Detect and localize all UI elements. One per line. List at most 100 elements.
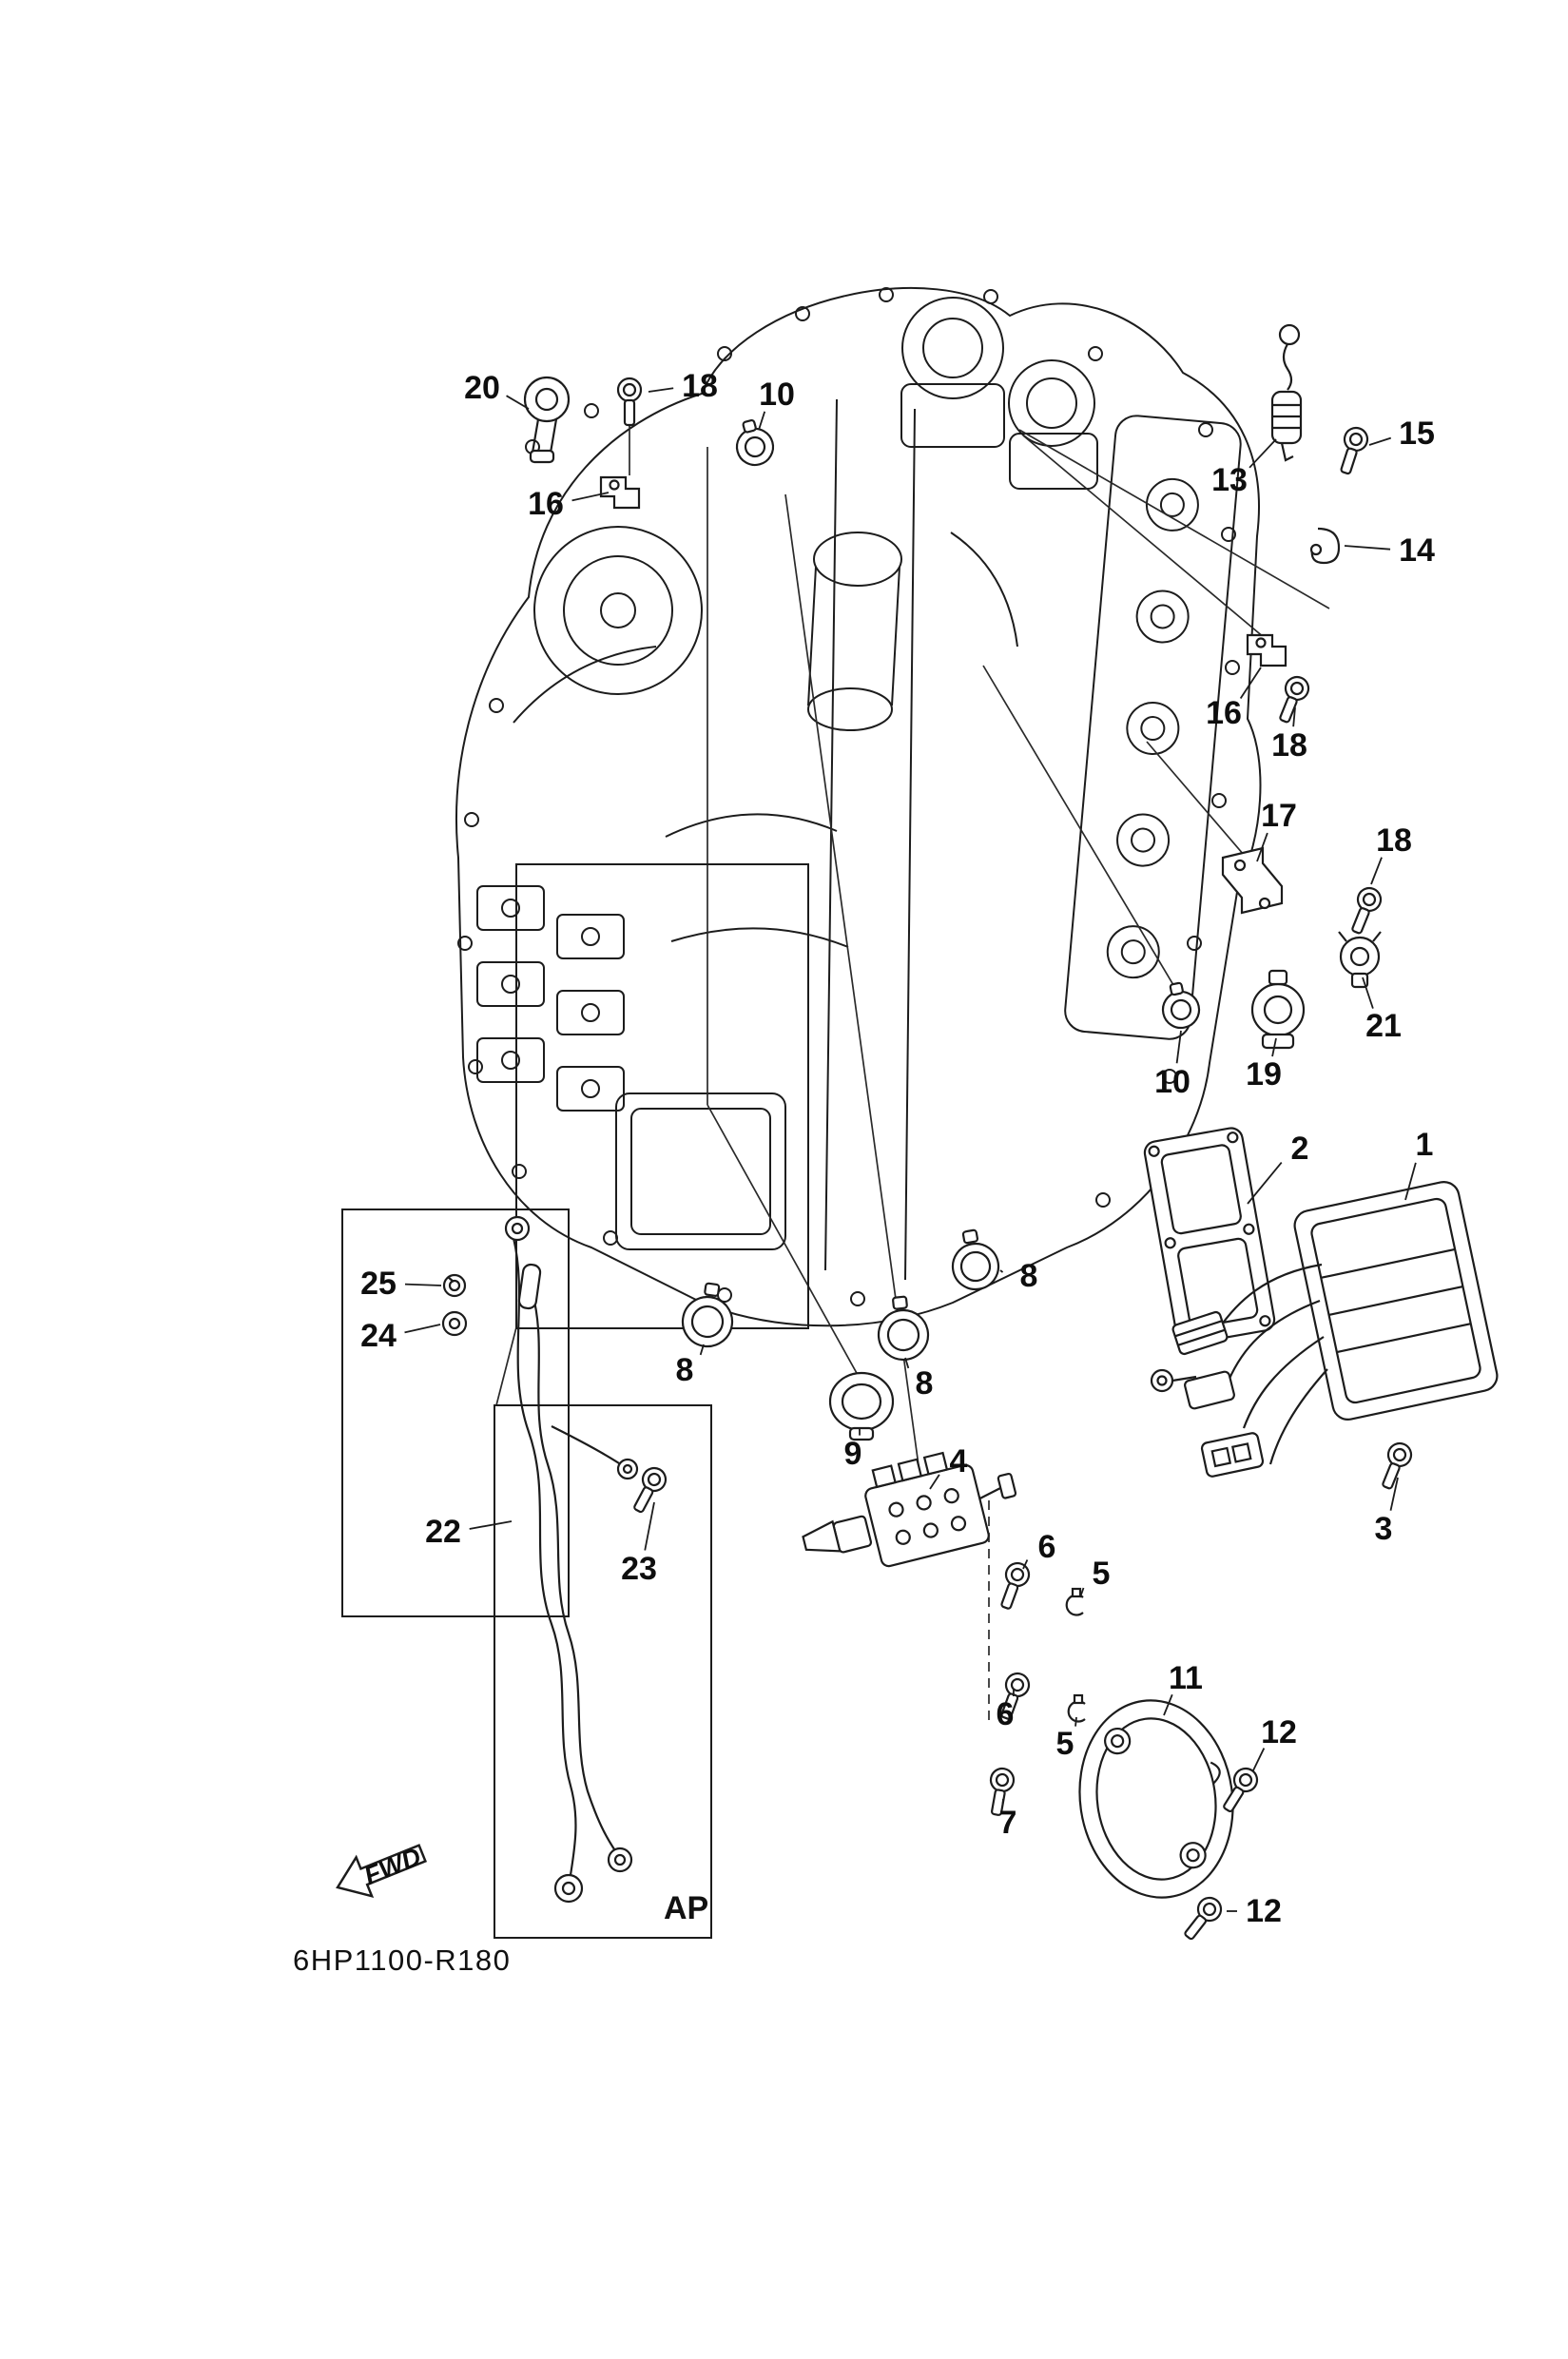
leader-line-21 <box>1362 976 1374 1009</box>
callout-23: 23 <box>621 1551 657 1587</box>
part-clamp-8b <box>681 1282 734 1348</box>
leader-line-18 <box>1292 706 1296 727</box>
leader-line-10 <box>758 411 766 431</box>
part-clamp-21 <box>1338 931 1382 989</box>
part-clip-5b <box>1067 1693 1086 1723</box>
part-washer-24 <box>441 1310 468 1337</box>
callout-19: 19 <box>1246 1056 1282 1092</box>
callout-8: 8 <box>1020 1258 1038 1294</box>
part-bolt-18b <box>1279 675 1310 724</box>
part-ecu-harness <box>1150 1263 1328 1478</box>
leader-line-5 <box>1074 1716 1077 1727</box>
engine-line-art <box>455 287 1262 1327</box>
battery-cable-box-lower <box>494 1404 712 1939</box>
callout-1: 1 <box>1416 1127 1434 1163</box>
leader-line-6 <box>1022 1559 1029 1570</box>
part-clamp-19 <box>1250 969 1306 1050</box>
part-clamp-10b <box>1161 981 1201 1030</box>
part-cover-11 <box>1078 1699 1234 1899</box>
callout-8: 8 <box>916 1365 934 1402</box>
part-bolt-18c <box>1351 886 1383 935</box>
intake-horn <box>813 532 902 587</box>
leader-line-1 <box>1404 1162 1417 1201</box>
leader-line-8 <box>699 1344 705 1356</box>
leader-line-18 <box>648 387 674 393</box>
leader-line-13 <box>1249 438 1277 469</box>
part-ecu-1 <box>1293 1181 1499 1421</box>
callout-18: 18 <box>1376 822 1412 859</box>
callout-16: 16 <box>1206 695 1242 731</box>
battery-cable-box-upper <box>341 1209 570 1617</box>
leader-line-2 <box>1247 1161 1283 1205</box>
callout-21: 21 <box>1365 1008 1402 1044</box>
part-battery-cables-22 <box>504 1215 639 1904</box>
throttle-body-2 <box>1008 359 1095 447</box>
leader-line-14 <box>1344 545 1391 551</box>
callout-10: 10 <box>1154 1064 1191 1100</box>
part-bolt-23 <box>633 1466 668 1514</box>
part-bracket-16b <box>1246 633 1287 667</box>
callout-18: 18 <box>1271 727 1307 764</box>
callout-14: 14 <box>1399 532 1435 569</box>
callout-16: 16 <box>528 486 564 522</box>
ap-label: AP <box>664 1890 709 1926</box>
callout-15: 15 <box>1399 416 1435 452</box>
fwd-arrow-label: FWD <box>360 1842 425 1890</box>
part-bracket-16a <box>599 475 641 510</box>
leader-line-16 <box>571 492 610 502</box>
callout-20: 20 <box>464 370 500 406</box>
callout-5: 5 <box>1056 1726 1074 1762</box>
leader-line-4 <box>929 1474 940 1490</box>
part-retainer-9 <box>828 1371 895 1441</box>
part-bolt-15 <box>1340 426 1369 475</box>
throttle-body-1 <box>901 297 1004 399</box>
leader-line-5 <box>1079 1587 1085 1598</box>
part-bolt-18a <box>616 377 643 427</box>
diagram-code: 6HP1100-R180 <box>293 1943 512 1977</box>
leader-line-20 <box>506 395 530 410</box>
callout-5: 5 <box>1093 1556 1111 1592</box>
leader-line-8 <box>904 1357 910 1369</box>
part-bolt-6a <box>1000 1561 1031 1610</box>
callout-6: 6 <box>997 1696 1015 1732</box>
bolt-ring <box>457 287 1240 1306</box>
leader-line-18 <box>1370 857 1383 885</box>
callout-24: 24 <box>360 1318 397 1354</box>
engine-detail-box <box>515 863 809 1329</box>
leader-line-19 <box>1271 1037 1277 1057</box>
part-clamp-20 <box>523 376 571 464</box>
part-clip-5a <box>1065 1587 1084 1616</box>
callout-22: 22 <box>425 1514 461 1550</box>
callout-18: 18 <box>682 368 718 404</box>
fwd-arrow: FWD <box>336 1842 428 1898</box>
callout-25: 25 <box>360 1266 397 1302</box>
callout-11: 11 <box>1169 1660 1203 1696</box>
part-washer-25 <box>442 1273 467 1298</box>
part-screw-12b <box>1184 1896 1223 1941</box>
part-bracket-17 <box>1221 846 1284 915</box>
part-gasket-2 <box>1143 1127 1276 1345</box>
callout-13: 13 <box>1211 462 1248 498</box>
callout-2: 2 <box>1291 1131 1309 1167</box>
part-junction-box-4 <box>802 1451 1017 1568</box>
leader-line-16 <box>1239 667 1262 699</box>
leader-line-15 <box>1368 436 1392 446</box>
part-bolt-3 <box>1382 1441 1413 1490</box>
leader-line-3 <box>1389 1477 1399 1511</box>
detail-boxes <box>341 863 809 1939</box>
part-illustrations <box>441 323 1499 1941</box>
callout-7: 7 <box>999 1805 1017 1841</box>
callout-4: 4 <box>950 1443 968 1479</box>
callout-9: 9 <box>844 1436 862 1472</box>
leader-line-17 <box>1256 832 1268 862</box>
callout-17: 17 <box>1261 798 1297 834</box>
part-clamp-8a <box>951 1228 1000 1291</box>
callout-3: 3 <box>1375 1511 1393 1547</box>
part-clamp-10a <box>735 418 775 467</box>
part-lanyard-switch-13 <box>1270 323 1303 462</box>
callout-12: 12 <box>1246 1893 1282 1929</box>
leader-line-12 <box>1252 1748 1266 1771</box>
